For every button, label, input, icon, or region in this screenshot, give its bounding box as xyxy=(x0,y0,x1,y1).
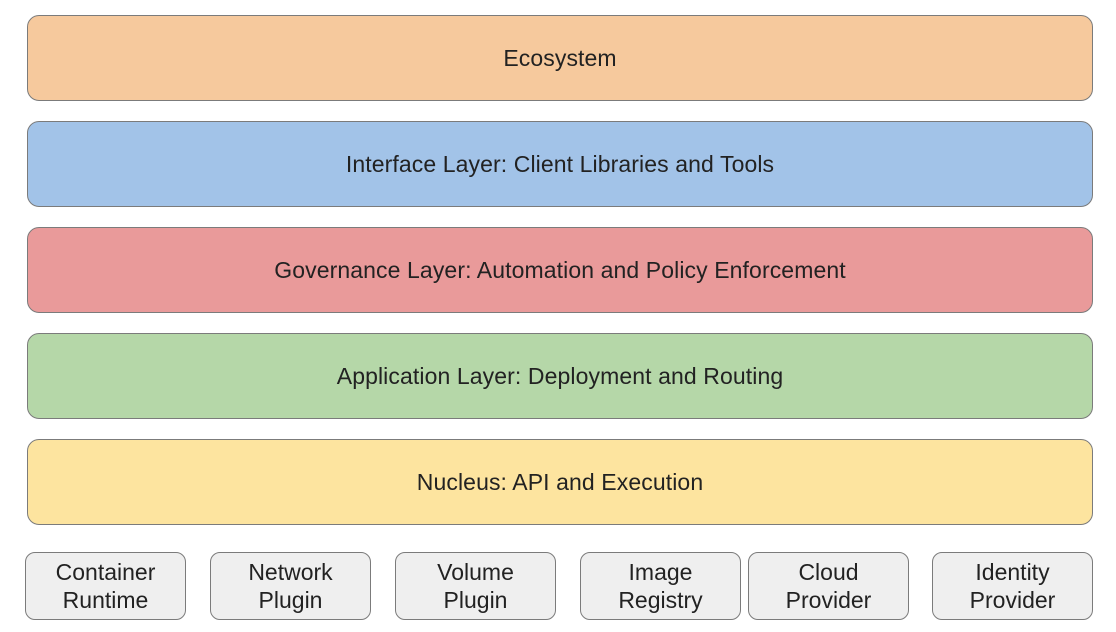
layer-governance: Governance Layer: Automation and Policy … xyxy=(27,227,1093,313)
plugin-image-registry: Image Registry xyxy=(580,552,741,620)
plugin-label-line2: Provider xyxy=(785,587,872,613)
layer-governance-label: Governance Layer: Automation and Policy … xyxy=(274,256,846,283)
layer-nucleus: Nucleus: API and Execution xyxy=(27,439,1093,525)
layer-application-label: Application Layer: Deployment and Routin… xyxy=(336,362,784,389)
layer-interface: Interface Layer: Client Libraries and To… xyxy=(27,121,1093,207)
plugin-identity-provider: Identity Provider xyxy=(932,552,1093,620)
plugin-label-line2: Plugin xyxy=(443,587,508,613)
plugin-container-runtime: Container Runtime xyxy=(25,552,186,620)
plugin-label-line1: Identity xyxy=(975,559,1050,585)
plugin-label-line2: Plugin xyxy=(258,587,323,613)
plugin-label-line2: Runtime xyxy=(62,587,149,613)
plugin-label-line2: Registry xyxy=(618,587,703,613)
plugin-cloud-provider: Cloud Provider xyxy=(748,552,909,620)
layer-nucleus-label: Nucleus: API and Execution xyxy=(416,468,704,495)
layer-application: Application Layer: Deployment and Routin… xyxy=(27,333,1093,419)
plugin-label-line1: Cloud xyxy=(798,559,859,585)
plugin-label-line1: Container xyxy=(55,559,156,585)
plugin-label-line2: Provider xyxy=(969,587,1056,613)
plugin-label-line1: Volume xyxy=(437,559,514,585)
layer-ecosystem: Ecosystem xyxy=(27,15,1093,101)
layer-ecosystem-label: Ecosystem xyxy=(503,44,617,71)
layer-interface-label: Interface Layer: Client Libraries and To… xyxy=(345,150,775,177)
plugin-network: Network Plugin xyxy=(210,552,371,620)
plugin-volume: Volume Plugin xyxy=(395,552,556,620)
plugin-label-line1: Network xyxy=(248,559,333,585)
plugin-label-line1: Image xyxy=(628,559,693,585)
